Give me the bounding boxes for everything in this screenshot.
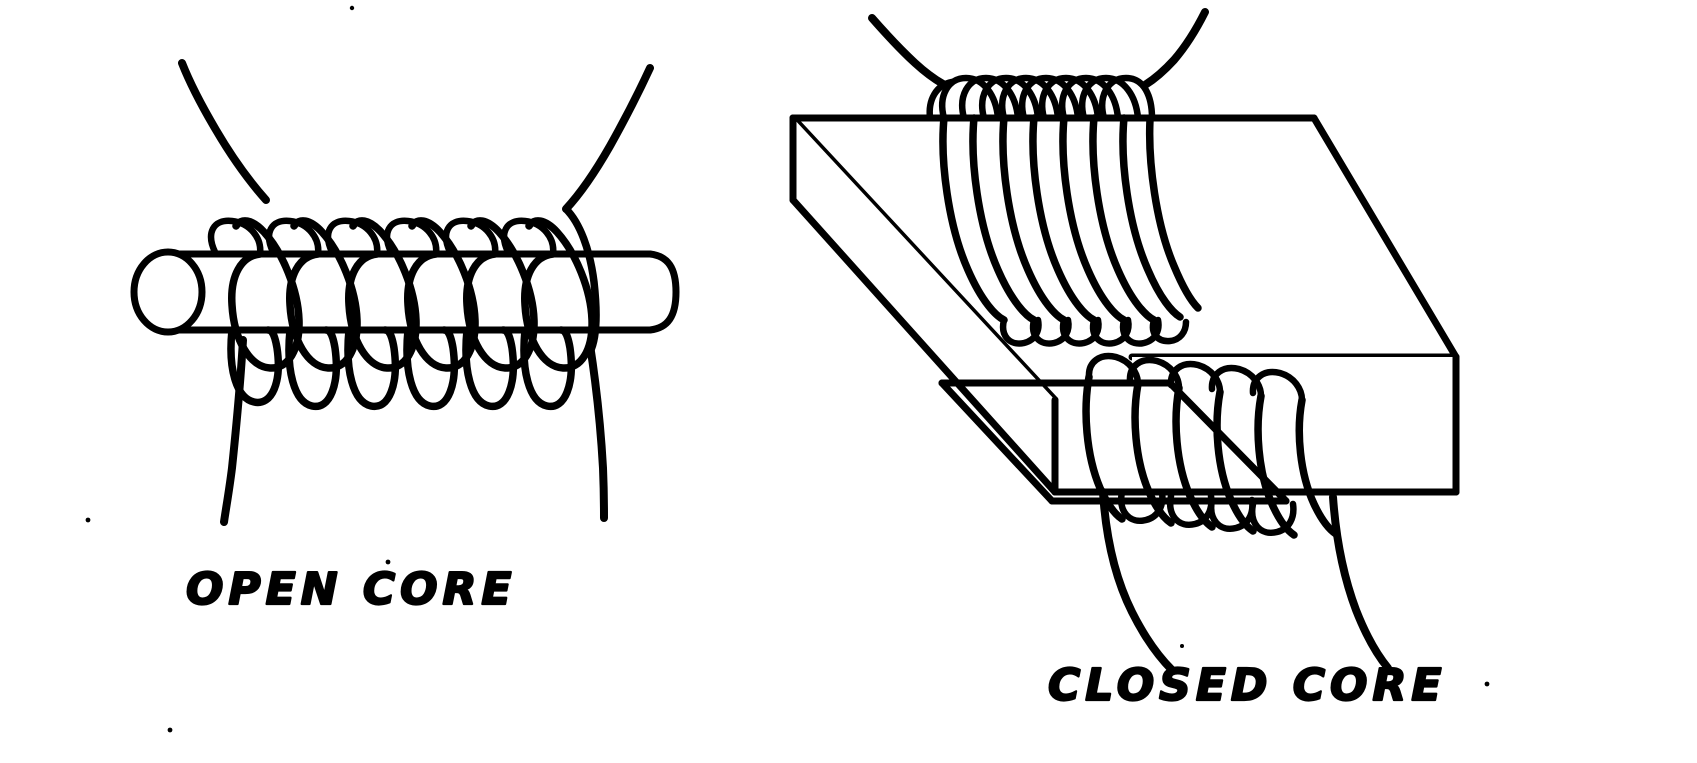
secondary-top-arc-4 [1208,364,1265,400]
primary-top-arc-3 [979,74,1042,122]
secondary-front-strand-6 [1295,396,1340,538]
closed-core-lead-wire-bottom-left [1099,488,1176,674]
primary-top-arc-6 [1039,74,1102,122]
rod-left-face [130,248,206,336]
core-top-face-fill [793,118,1456,400]
closed-core-caption: CLOSED CORE [1048,660,1446,711]
open-core-lead-wire-bottom-left [220,336,247,526]
primary-bottom-loop-6 [1149,316,1190,345]
speck-left-margin [85,517,91,523]
open-core-caption: OPEN CORE [186,564,516,615]
primary-top-arc-5 [1019,74,1082,122]
secondary-front-strand-2 [1131,380,1175,527]
open-core-lead-wire-top-left [178,59,270,204]
speck-right-margin [1484,681,1490,687]
core-top-right-edge [1310,114,1460,361]
secondary-bottom-loop-4 [1248,500,1297,536]
primary-top-arc-7 [1059,74,1122,122]
closed-core-figure: CLOSED CORE [789,8,1460,712]
coil-bottom-loop-6 [520,326,576,411]
coil-bottom-loop-3 [344,326,400,411]
primary-bottom-loop-1 [999,316,1042,347]
speck-bottom-left [167,727,173,733]
secondary-front-strand-1 [1082,373,1126,523]
core-left-lower-edge [789,196,1059,496]
primary-top-arc-8 [1079,74,1142,122]
open-core-lead-wire-bottom-right [586,341,608,522]
primary-front-strand-1 [939,114,1008,324]
coil-bottom-loop-2 [285,326,341,411]
primary-front-strand-3 [999,114,1068,324]
rod-left-face-fill [134,252,202,332]
closed-core-secondary-coil [1082,352,1392,674]
primary-coil-bottom-loops [999,316,1190,347]
scan-specks [85,5,1490,733]
primary-bottom-loop-3 [1059,316,1102,347]
speck-caption-open [385,559,391,565]
primary-coil-front-strands [939,114,1202,324]
primary-bottom-loop-5 [1119,316,1162,347]
closed-core-lead-wire-top-right [1141,8,1209,89]
open-core-lead-wire-top-right [562,64,654,213]
primary-front-strand-7 [1119,114,1184,321]
rod-right-end [646,250,680,334]
closed-core-lead-wire-bottom-right [1329,493,1392,672]
secondary-top-arc-2 [1126,356,1183,392]
primary-top-arc-4 [999,74,1062,122]
primary-bottom-loop-4 [1089,316,1132,347]
open-core-coil-bottom-loops [227,326,576,411]
primary-front-strand-6 [1089,114,1158,324]
closed-core-primary-coil [926,74,1202,347]
closed-core-lead-wire-top-left [868,14,947,88]
primary-front-strand-8 [1145,116,1202,312]
speck-upper-left [349,5,355,11]
coil-bottom-loop-4 [403,326,459,411]
primary-front-strand-5 [1059,114,1128,324]
secondary-coil-top-arcs [1085,352,1306,404]
secondary-coil-bottom-loops [1117,488,1297,536]
primary-top-arc-10 [926,78,956,122]
core-left-side-fill [793,118,1055,492]
primary-front-strand-4 [1029,114,1098,324]
secondary-top-arc-3 [1167,360,1224,396]
open-core-figure: OPEN CORE [130,59,680,616]
secondary-top-arc-5 [1249,368,1306,404]
primary-coil-top-arcs [926,74,1156,122]
speck-caption-closed [1180,644,1184,648]
coil-bottom-loop-1 [227,326,282,407]
coil-back-arc-1 [207,217,264,258]
primary-front-strand-2 [969,114,1038,324]
primary-top-arc-9 [1099,74,1156,122]
coil-bottom-loop-5 [462,326,518,411]
secondary-bottom-loop-1 [1117,488,1166,524]
core-window-left-edge [938,379,1056,505]
secondary-top-arc-1 [1085,352,1142,388]
primary-top-arc-1 [939,74,1002,122]
coil-turn-7 [562,205,600,356]
primary-bottom-loop-2 [1029,316,1072,347]
primary-top-arc-2 [959,74,1022,122]
coil-turn-6 [521,217,596,372]
